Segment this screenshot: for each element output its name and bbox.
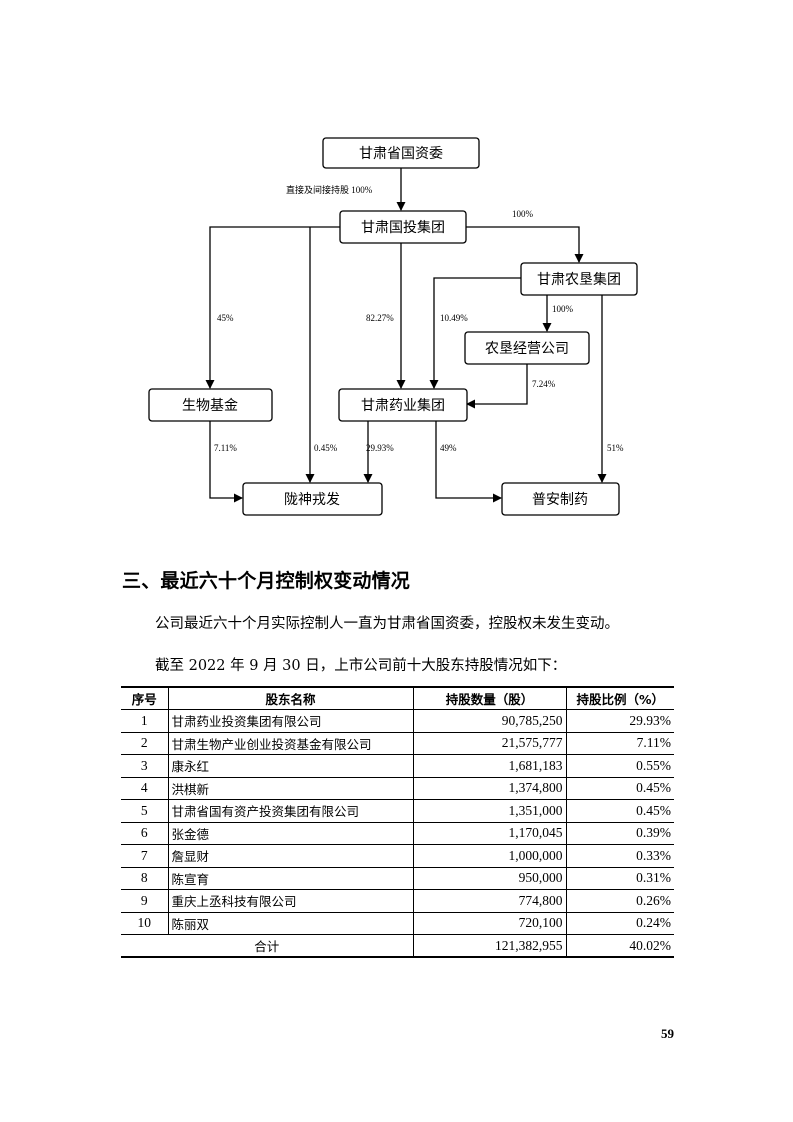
table-total-row: 合计 121,382,955 40.02% [121,934,674,958]
node-gansu-sasac: 甘肃省国资委 [322,137,480,169]
label-pharma-to-longshen: 29.93% [366,443,394,453]
header-ratio: 持股比例（%） [565,686,674,710]
label-nongken-to-pharma: 10.49% [440,313,468,323]
label-nongken-to-operation: 100% [552,304,574,314]
cell-index: 1 [121,709,169,733]
edge-investment-to-bio-fund [205,226,340,389]
cell-ratio: 7.11% [565,731,674,755]
cell-name: 甘肃药业投资集团有限公司 [167,709,414,733]
svg-text:农垦经营公司: 农垦经营公司 [485,341,569,357]
cell-index: 7 [121,844,169,868]
cell-shares: 1,000,000 [412,844,567,868]
cell-index: 8 [121,866,169,890]
table-row: 10 陈丽双 720,100 0.24% [121,911,674,935]
cell-shares: 1,170,045 [412,821,567,845]
label-sasac-to-investment: 直接及间接持股 100% [286,184,373,195]
cell-index: 10 [121,911,169,935]
paragraph-control-statement: 公司最近六十个月实际控制人一直为甘肃省国资委，控股权未发生变动。 [155,616,619,632]
cell-name: 甘肃生物产业创业投资基金有限公司 [167,731,414,755]
cell-name: 重庆上丞科技有限公司 [167,889,414,913]
node-gansu-pharma: 甘肃药业集团 [338,388,468,422]
page-number: 59 [661,1026,674,1041]
table-row: 8 陈宣育 950,000 0.31% [121,866,674,890]
label-pharma-to-puan: 49% [440,443,457,453]
cell-shares: 21,575,777 [412,731,567,755]
svg-text:甘肃药业集团: 甘肃药业集团 [361,397,445,414]
table-header-row: 序号 股东名称 持股数量（股） 持股比例（%） [121,686,674,710]
cell-shares: 90,785,250 [412,709,567,733]
node-longshen: 陇神戎发 [242,482,383,516]
label-investment-to-pharma: 82.27% [366,313,394,323]
cell-ratio: 0.45% [565,799,674,823]
table-row: 3 康永红 1,681,183 0.55% [121,754,674,778]
cell-ratio: 0.39% [565,821,674,845]
edge-bio-fund-to-longshen [209,421,243,503]
cell-ratio: 0.55% [565,754,674,778]
svg-text:陇神戎发: 陇神戎发 [284,492,340,508]
cell-index: 5 [121,799,169,823]
node-bio-fund: 生物基金 [148,388,273,422]
cell-name: 甘肃省国有资产投资集团有限公司 [167,799,414,823]
cell-index: 2 [121,731,169,755]
cell-ratio: 0.26% [565,889,674,913]
svg-text:甘肃国投集团: 甘肃国投集团 [361,219,445,236]
svg-text:普安制药: 普安制药 [532,492,588,508]
cell-name: 洪棋新 [167,776,414,800]
edge-pharma-to-puan [435,421,502,503]
header-name: 股东名称 [167,686,414,710]
table-row: 7 詹显财 1,000,000 0.33% [121,844,674,868]
label-investment-to-longshen: 0.45% [314,443,338,453]
label-investment-to-bio-fund: 45% [217,313,234,323]
ownership-structure-diagram: 甘肃省国资委 甘肃国投集团 甘肃农垦集团 农垦经营公司 生物基金 甘肃药业集团 … [148,137,638,516]
cell-ratio: 29.93% [565,709,674,733]
cell-shares: 950,000 [412,866,567,890]
cell-ratio: 0.24% [565,911,674,935]
top-ten-shareholders-table: 序号 股东名称 持股数量（股） 持股比例（%） 1 甘肃药业投资集团有限公司 9… [121,686,674,958]
cell-ratio: 0.33% [565,844,674,868]
cell-shares: 774,800 [412,889,567,913]
cell-total-ratio: 40.02% [565,934,674,958]
cell-name: 陈宣育 [167,866,414,890]
cell-name: 康永红 [167,754,414,778]
edge-nongken-to-pharma [429,277,521,389]
cell-name: 陈丽双 [167,911,414,935]
cell-ratio: 0.45% [565,776,674,800]
label-investment-to-nongken: 100% [512,209,534,219]
node-nongken-operation: 农垦经营公司 [464,331,590,365]
edge-operation-to-pharma [466,364,528,409]
cell-index: 6 [121,821,169,845]
svg-text:甘肃省国资委: 甘肃省国资委 [359,146,443,162]
table-row: 6 张金德 1,170,045 0.39% [121,821,674,845]
cell-name: 詹显财 [167,844,414,868]
cell-shares: 1,681,183 [412,754,567,778]
table-row: 5 甘肃省国有资产投资集团有限公司 1,351,000 0.45% [121,799,674,823]
cell-total-shares: 121,382,955 [412,934,567,958]
section-heading: 三、最近六十个月控制权变动情况 [122,570,411,592]
cell-shares: 1,351,000 [412,799,567,823]
cell-index: 3 [121,754,169,778]
label-bio-fund-to-longshen: 7.11% [214,443,237,453]
node-puan: 普安制药 [501,482,620,516]
table-row: 4 洪棋新 1,374,800 0.45% [121,776,674,800]
table-row: 1 甘肃药业投资集团有限公司 90,785,250 29.93% [121,709,674,733]
cell-shares: 1,374,800 [412,776,567,800]
cell-total-label: 合计 [121,934,414,958]
node-gansu-investment: 甘肃国投集团 [339,210,467,244]
svg-text:生物基金: 生物基金 [182,397,238,414]
cell-name: 张金德 [167,821,414,845]
table-row: 2 甘肃生物产业创业投资基金有限公司 21,575,777 7.11% [121,731,674,755]
edge-investment-to-nongken [466,226,584,263]
label-operation-to-pharma: 7.24% [532,379,556,389]
table-row: 9 重庆上丞科技有限公司 774,800 0.26% [121,889,674,913]
header-shares: 持股数量（股） [412,686,567,710]
cell-index: 9 [121,889,169,913]
svg-text:甘肃农垦集团: 甘肃农垦集团 [537,271,621,288]
header-index: 序号 [121,686,169,710]
node-gansu-nongken: 甘肃农垦集团 [520,262,638,296]
label-nongken-to-puan: 51% [607,443,624,453]
cell-shares: 720,100 [412,911,567,935]
cell-ratio: 0.31% [565,866,674,890]
cell-index: 4 [121,776,169,800]
paragraph-table-intro: 截至 2022 年 9 月 30 日，上市公司前十大股东持股情况如下： [155,658,567,674]
